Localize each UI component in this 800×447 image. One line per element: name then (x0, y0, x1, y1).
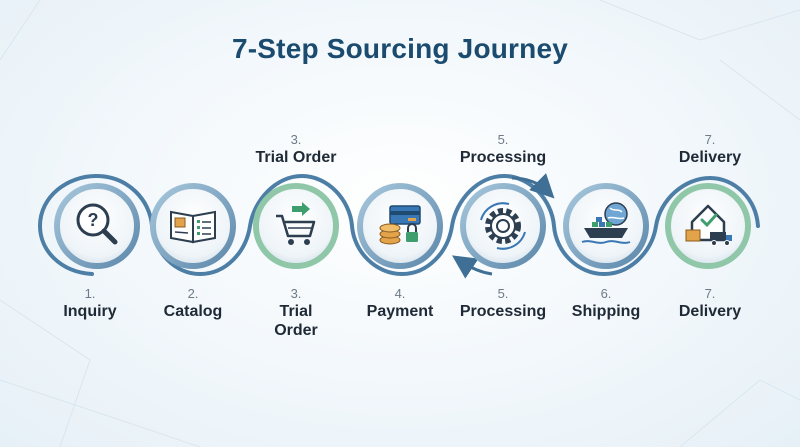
magnifier-question-icon: ? (76, 203, 118, 245)
bottom-label-number: 3. (290, 286, 302, 301)
open-catalog-icon (170, 210, 216, 244)
step-delivery (665, 183, 751, 269)
house-truck-icon (685, 204, 732, 246)
gear-cycle-icon (480, 202, 526, 250)
bottom-label-payment: 4. Payment (340, 286, 460, 321)
bottom-label-number: 4. (394, 286, 406, 301)
bottom-label-number: 1. (84, 286, 96, 301)
top-label-text: Delivery (678, 149, 742, 166)
bottom-label-text: Payment (366, 303, 434, 320)
cargo-ship-globe-icon (581, 202, 631, 244)
bottom-label-shipping: 6. Shipping (546, 286, 666, 321)
journey-connector-path (37, 173, 760, 277)
coins-card-lock-icon (379, 205, 421, 245)
top-label-text: Trial Order (255, 149, 337, 166)
bottom-label-number: 6. (600, 286, 612, 301)
bottom-label-inquiry: 1. Inquiry (30, 286, 150, 321)
bottom-label-text: Processing (459, 303, 547, 320)
step-shipping (563, 183, 649, 269)
bottom-label-number: 7. (704, 286, 716, 301)
page-title: 7-Step Sourcing Journey (232, 33, 568, 64)
bottom-label-text: Inquiry (63, 303, 117, 320)
shopping-cart-icon (276, 202, 316, 245)
bottom-label-text: Delivery (678, 303, 742, 320)
bottom-label-text: Shipping (571, 303, 641, 320)
bottom-label-catalog: 2. Catalog (133, 286, 253, 321)
step-payment (357, 183, 443, 269)
bottom-label-processing: 5. Processing (443, 286, 563, 321)
step-processing (460, 183, 546, 269)
processing-arrow-bottom (452, 255, 493, 279)
bottom-label-text: Catalog (163, 303, 223, 320)
top-label-delivery: 7. Delivery (650, 132, 770, 167)
bottom-label-text-line-1: Trial (279, 303, 313, 320)
bottom-label-number: 2. (187, 286, 199, 301)
bottom-label-trial-order: 3. Trial Order (236, 286, 356, 340)
step-inquiry: ? (54, 183, 140, 269)
top-label-processing: 5. Processing (443, 132, 563, 167)
top-label-number: 5. (497, 132, 509, 147)
top-label-trial-order: 3. Trial Order (236, 132, 356, 167)
step-catalog (150, 183, 236, 269)
top-label-number: 3. (290, 132, 302, 147)
svg-text:?: ? (88, 210, 99, 230)
step-trial-order (253, 183, 339, 269)
top-label-text: Processing (459, 149, 547, 166)
bottom-label-number: 5. (497, 286, 509, 301)
bottom-label-delivery: 7. Delivery (650, 286, 770, 321)
processing-arrow-top (511, 173, 555, 199)
top-label-number: 7. (704, 132, 716, 147)
bottom-label-text-line-2: Order (274, 322, 318, 339)
